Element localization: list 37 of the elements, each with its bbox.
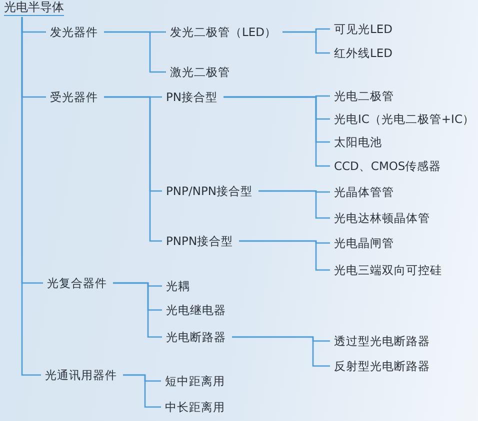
category-label: 光电晶闸管 <box>334 236 394 250</box>
category-label: 光电三端双向可控硅 <box>334 263 442 277</box>
category-label: 激光二极管 <box>170 65 230 79</box>
category-label: 中长距离用 <box>165 400 225 414</box>
category-label: PNP/NPN接合型 <box>166 184 252 198</box>
category-label: 光晶体管管 <box>334 185 394 199</box>
category-label: 反射型光电断路器 <box>334 359 430 373</box>
category-label: 红外线LED <box>334 46 393 60</box>
title-label: 光电半导体 <box>4 0 64 16</box>
connector-line <box>232 336 330 367</box>
connector-line <box>258 190 330 219</box>
category-label: 透过型光电断路器 <box>334 334 430 348</box>
connector-line <box>282 31 330 54</box>
category-label: 光电达林顿晶体管 <box>334 211 430 225</box>
category-label: PN接合型 <box>166 90 218 104</box>
category-label: 光电继电器 <box>166 303 226 317</box>
category-label: 可见光LED <box>334 22 393 36</box>
category-label: 发光器件 <box>50 25 98 39</box>
category-label: 太阳电池 <box>334 135 382 149</box>
category-label: 光电二极管 <box>334 89 394 103</box>
category-label: 光电IC（光电二极管+IC） <box>334 112 474 126</box>
category-label: 发光二极管（LED） <box>170 25 277 39</box>
category-label: 受光器件 <box>50 90 98 104</box>
connector-line <box>239 240 330 271</box>
category-label: 光复合器件 <box>47 276 107 290</box>
connector-line <box>123 374 161 408</box>
category-label: 光电断路器 <box>166 330 226 344</box>
category-label: PNPN接合型 <box>166 234 234 248</box>
connector-line <box>113 282 162 338</box>
connector-line <box>224 96 330 167</box>
category-label: 光通讯用器件 <box>45 368 117 382</box>
category-label: 光耦 <box>166 279 190 293</box>
connector-line <box>104 96 162 242</box>
category-label: 短中距离用 <box>165 374 225 388</box>
connector-line <box>104 31 166 73</box>
category-label: CCD、CMOS传感器 <box>334 159 442 173</box>
connector-line <box>21 17 41 376</box>
